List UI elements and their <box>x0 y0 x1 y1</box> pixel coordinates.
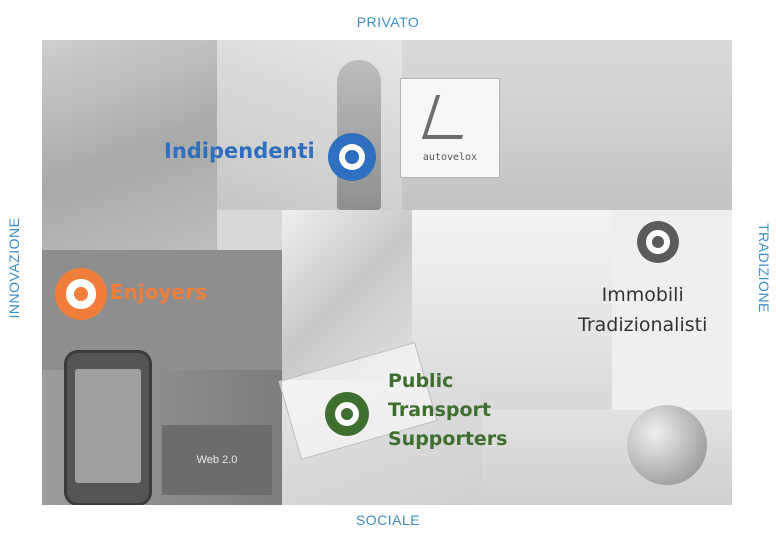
cluster-label-line: Enjoyers <box>110 280 207 304</box>
speed-camera-icon <box>421 95 477 139</box>
sign-text: autovelox <box>422 152 478 163</box>
photo-collage: autovelox Web 2.0 <box>42 40 732 505</box>
cluster-label-indipendenti: Indipendenti <box>164 139 315 163</box>
cluster-label-line: Immobili <box>601 284 684 306</box>
target-icon-immobili <box>637 221 679 263</box>
axis-label-tradizione: TRADIZIONE <box>756 223 772 313</box>
target-icon-public-transport <box>325 392 369 436</box>
globe-image <box>627 405 707 485</box>
cluster-label-public-transport-supporters: Public Transport Supporters <box>388 367 507 454</box>
speed-camera-sign: autovelox <box>400 78 500 178</box>
target-icon-indipendenti <box>328 133 376 181</box>
cluster-label-line: Supporters <box>388 428 508 450</box>
collage-tile-car <box>42 40 217 250</box>
axis-label-innovazione: INNOVAZIONE <box>6 217 22 319</box>
target-icon-enjoyers <box>55 268 107 320</box>
web-2-0-box: Web 2.0 <box>162 425 272 495</box>
cluster-label-line: Indipendenti <box>164 139 315 163</box>
axis-label-sociale: SOCIALE <box>355 512 421 528</box>
collage-tile-center <box>412 210 612 410</box>
cluster-label-line: Public <box>388 370 454 392</box>
smartphone-screen <box>75 369 141 483</box>
axis-label-privato: PRIVATO <box>356 14 420 30</box>
cluster-label-enjoyers: Enjoyers <box>110 280 207 304</box>
cluster-label-line: Transport <box>388 399 492 421</box>
cluster-label-immobili-tradizionalisti: Immobili Tradizionalisti <box>578 280 707 340</box>
smartphone-image <box>64 350 152 505</box>
cluster-label-line: Tradizionalisti <box>578 314 708 336</box>
